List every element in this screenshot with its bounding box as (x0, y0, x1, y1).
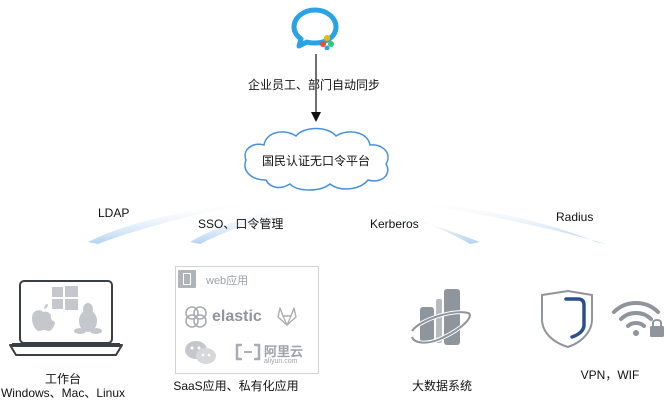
platform-cloud (236, 120, 398, 196)
protocol-sso: SSO、口令管理 (198, 217, 284, 231)
wifi-lock-icon (610, 296, 666, 340)
bigdata-icon (410, 285, 472, 351)
wechat-work-icon (291, 6, 341, 50)
vpn-label: VPN，WIF (580, 368, 640, 382)
protocol-ldap: LDAP (98, 206, 130, 220)
workstation-os: Windows、Mac、Linux (0, 386, 126, 400)
platform-label: 国民认证无口令平台 (261, 154, 371, 168)
sync-arrow (308, 54, 324, 124)
elastic-logo-icon (184, 305, 208, 329)
aliyun-logo-icon (234, 342, 262, 362)
wechat-icon (184, 339, 218, 367)
saas-label: SaaS应用、私有化应用 (173, 379, 299, 393)
protocol-kerberos: Kerberos (370, 217, 419, 231)
aliyun-label: 阿里云 (264, 344, 304, 359)
gitlab-icon (276, 305, 298, 327)
aliyun-sub: aliyun.com (264, 358, 298, 365)
workstation-title: 工作台 (44, 372, 82, 386)
sync-label: 企业员工、部门自动同步 (247, 78, 381, 92)
elastic-label: elastic (212, 308, 262, 325)
server-icon (178, 270, 196, 288)
protocol-radius: Radius (556, 210, 594, 224)
web-app-panel: web应用 elastic (175, 266, 319, 374)
web-app-header-label: web应用 (206, 275, 249, 287)
connection-beams (0, 186, 666, 246)
shield-icon (538, 289, 596, 349)
bigdata-label: 大数据系统 (411, 379, 473, 393)
web-app-header: web应用 (176, 267, 256, 291)
laptop-icon (8, 279, 124, 359)
